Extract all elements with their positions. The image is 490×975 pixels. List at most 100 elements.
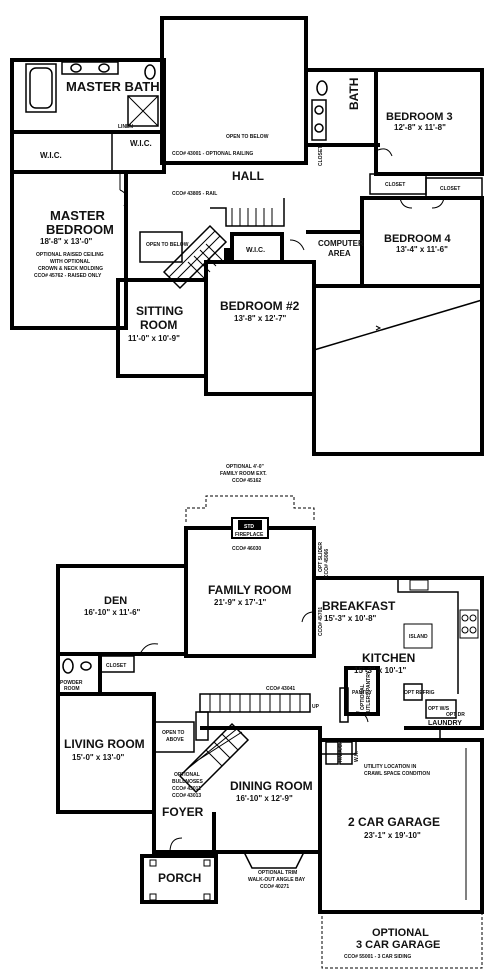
master-note-2: WITH OPTIONAL [50, 259, 90, 265]
bath-label: BATH [347, 78, 361, 110]
opt-butlers-pantry-1: OPTIONAL [360, 684, 366, 710]
open-to-below-wall [160, 16, 308, 165]
master-note-1: OPTIONAL RAISED CEILING [36, 252, 104, 258]
bedroom3-label: BEDROOM 3 [386, 111, 453, 123]
closet1-label: CLOSET [385, 182, 405, 188]
vanity [311, 99, 327, 141]
opt-refrig-label: OPT REFRIG [404, 690, 435, 696]
powder-room-label-1: POWDER [60, 680, 83, 686]
butlers-pantry-counter [339, 687, 349, 723]
family-room-label: FAMILY ROOM [208, 583, 291, 597]
bathtub [25, 63, 57, 113]
open-above-label-2: ABOVE [166, 737, 184, 743]
lower-stair [178, 693, 311, 794]
den-dim: 16'-10" x 11'-6" [84, 608, 141, 617]
fireplace-cco: CCO# 46030 [232, 546, 261, 552]
range [459, 609, 479, 639]
bedroom4-label: BEDROOM 4 [384, 233, 452, 245]
toilet-icon [62, 658, 74, 674]
wh-label: W.H. [354, 751, 360, 762]
sink-icon [314, 105, 324, 115]
closet-label: CLOSET [106, 663, 126, 669]
family-room-extension [185, 495, 315, 522]
den-wall [56, 564, 188, 656]
sink-icon [80, 661, 92, 671]
sitting-room-label-1: SITTING [136, 304, 183, 318]
breakfast-kitchen-wall [314, 576, 484, 730]
dining-room-dim: 16'-10" x 12'-9" [236, 794, 293, 803]
open-below-area [139, 231, 183, 263]
open-to-below-label: OPEN TO BELOW [226, 134, 269, 140]
wh-box [339, 741, 353, 765]
master-note-4: CCO# 45762 - RAISED ONLY [34, 273, 102, 279]
opt-butlers-pantry-2: BUTLERS PANTRY [366, 670, 372, 716]
vanity-top [61, 61, 119, 75]
closet-vertical-label: CLOSET [318, 146, 324, 166]
wic-row-wall [10, 130, 166, 174]
wic-left-label: W.I.C. [40, 151, 62, 160]
foyer-wall [152, 812, 216, 854]
shower-icon [127, 95, 159, 127]
hall-label: HALL [232, 169, 264, 183]
bedroom2-wall [204, 260, 316, 396]
opt-garage-label-1: OPTIONAL [372, 927, 429, 939]
master-bedroom-label-1: MASTER [50, 208, 106, 223]
roof-over-garage [312, 284, 484, 456]
std-fireplace-label-1: STD [244, 524, 254, 530]
cco-vertical-label: CCO# 45701 [318, 607, 324, 636]
closet-box [99, 655, 135, 673]
rail-note: CCO# 43805 - RAIL [172, 191, 217, 197]
bay-note-3: CCO# 40271 [260, 884, 289, 890]
powder-room-label-2: ROOM [64, 686, 80, 692]
kitchen-dim: 15'-3" x 10'-1" [354, 666, 407, 675]
computer-area-wall [306, 230, 364, 286]
bedroom2-label: BEDROOM #2 [220, 299, 300, 313]
door-swing [119, 172, 127, 207]
opt-slider-label-1: OPT SLIDER [318, 542, 324, 572]
living-room-wall [56, 692, 156, 814]
optional-garage-outline [321, 911, 483, 969]
bay-note-1: OPTIONAL TRIM [258, 870, 297, 876]
toilet-icon [144, 64, 156, 80]
dining-room-label: DINING ROOM [230, 779, 313, 793]
railing-note: CCO# 43001 - OPTIONAL RAILING [172, 151, 253, 157]
garage2-dim: 23'-1" x 19'-10" [364, 831, 421, 840]
island-label: ISLAND [409, 634, 428, 640]
laundry-box [425, 699, 457, 719]
utility-note-1: UTILITY LOCATION IN [364, 764, 417, 770]
bullnoses-label-1: OPTIONAL [174, 772, 200, 778]
island [403, 623, 433, 649]
hvac-label: H.V.A.C. [338, 742, 344, 762]
breakfast-label: BREAKFAST [322, 599, 396, 613]
up-label: UP [312, 704, 320, 710]
laundry-label: LAUNDRY [428, 720, 462, 727]
fr-ext-label-3: CCO# 45162 [232, 478, 261, 484]
door-swing [289, 239, 305, 251]
master-bedroom-label-2: BEDROOM [46, 222, 114, 237]
opt-refrig-box [403, 683, 423, 701]
upper-floor [10, 16, 484, 456]
bedroom3-wall [374, 68, 484, 176]
master-bath-label: MASTER BATH [66, 79, 160, 94]
porch-wall [140, 854, 218, 904]
upper-stair [162, 198, 285, 290]
breakfast-dim: 15'-3" x 10'-8" [324, 614, 377, 623]
opt-garage-label-3: CCO# 55001 - 3 CAR SIDING [344, 954, 411, 960]
sink-icon [70, 63, 82, 73]
bedroom4-dim: 13'-4" x 11'-6" [396, 245, 448, 254]
bedroom3-dim: 12'-8" x 11'-8" [394, 123, 446, 132]
opt-ws-label: OPT W/S [428, 706, 450, 712]
sitting-room-dim: 11'-0" x 10'-9" [128, 334, 180, 343]
closet2-label: CLOSET [440, 186, 460, 192]
living-room-label: LIVING ROOM [64, 737, 145, 751]
bay-window [243, 851, 305, 869]
computer-area-label-1: COMPUTER [318, 239, 364, 248]
wic-right-label: W.I.C. [130, 139, 152, 148]
bullnoses-label-4: CCO# 43013 [172, 793, 201, 799]
counter [397, 580, 459, 694]
computer-area-label-2: AREA [328, 249, 351, 258]
bullnoses-label-2: BULLNOSES [172, 779, 204, 785]
sink-icon [98, 63, 110, 73]
bathtub-basin [29, 67, 53, 109]
